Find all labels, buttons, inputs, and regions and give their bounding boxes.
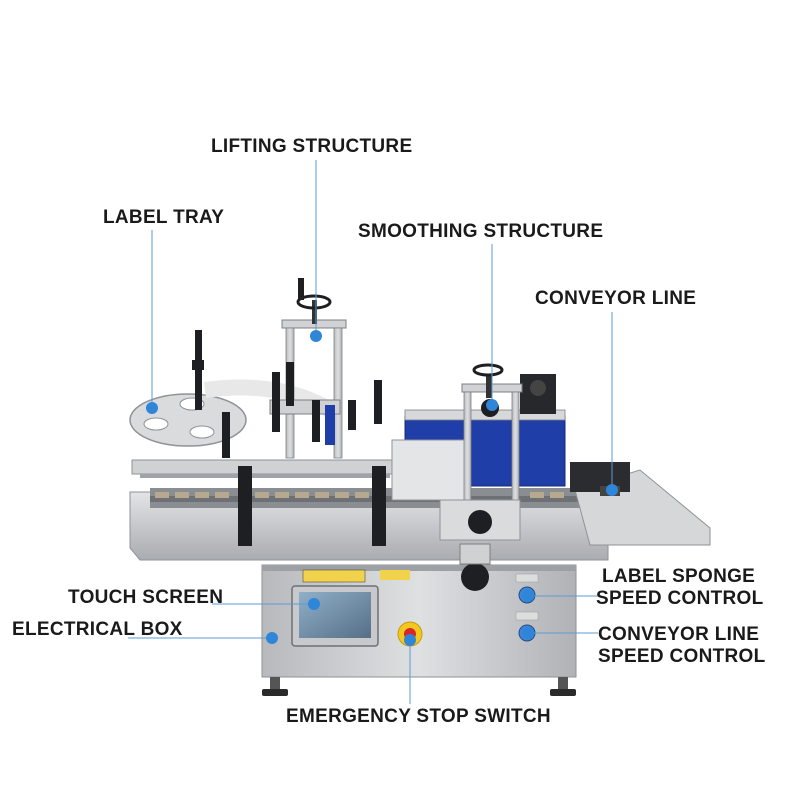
callout-dot-smoothing-structure bbox=[486, 399, 498, 411]
callout-dot-conveyor-line bbox=[606, 484, 618, 496]
callout-dot-emergency-stop-switch bbox=[404, 634, 416, 646]
machine-feet bbox=[262, 677, 576, 696]
callout-dot-lifting-structure bbox=[310, 330, 322, 342]
label-sponge-line-1: LABEL SPONGE bbox=[602, 566, 756, 587]
label-touch-screen: TOUCH SCREEN bbox=[68, 587, 224, 608]
conveyor-speed-line-1: CONVEYOR LINE bbox=[598, 624, 760, 645]
callout-dot-label-sponge-speed-control bbox=[522, 590, 534, 602]
guide-clamps bbox=[238, 466, 386, 546]
label-label-sponge-speed-control: LABEL SPONGE SPEED CONTROL bbox=[596, 566, 764, 610]
callout-dots bbox=[146, 330, 618, 646]
label-sponge-line-2: SPEED CONTROL bbox=[596, 588, 764, 609]
label-lifting-structure: LIFTING STRUCTURE bbox=[211, 136, 413, 157]
callout-dot-touch-screen bbox=[308, 598, 320, 610]
conveyor-speed-line-2: SPEED CONTROL bbox=[598, 646, 766, 667]
callout-dot-label-tray bbox=[146, 402, 158, 414]
callout-dot-electrical-box bbox=[266, 632, 278, 644]
label-emergency-stop-switch: EMERGENCY STOP SWITCH bbox=[286, 706, 551, 727]
label-electrical-box: ELECTRICAL BOX bbox=[12, 619, 183, 640]
lifting-structure-frame bbox=[222, 278, 382, 459]
smoothing-structure bbox=[391, 363, 566, 591]
label-smoothing-structure: SMOOTHING STRUCTURE bbox=[358, 221, 604, 242]
callout-dot-conveyor-line-speed-control bbox=[522, 627, 534, 639]
label-label-tray: LABEL TRAY bbox=[103, 207, 225, 228]
label-conveyor-line-speed-control: CONVEYOR LINE SPEED CONTROL bbox=[598, 624, 766, 668]
touch-screen-panel bbox=[291, 585, 379, 647]
label-conveyor-line: CONVEYOR LINE bbox=[535, 288, 697, 309]
callout-lines bbox=[128, 160, 613, 704]
conveyor-tail bbox=[570, 462, 711, 546]
